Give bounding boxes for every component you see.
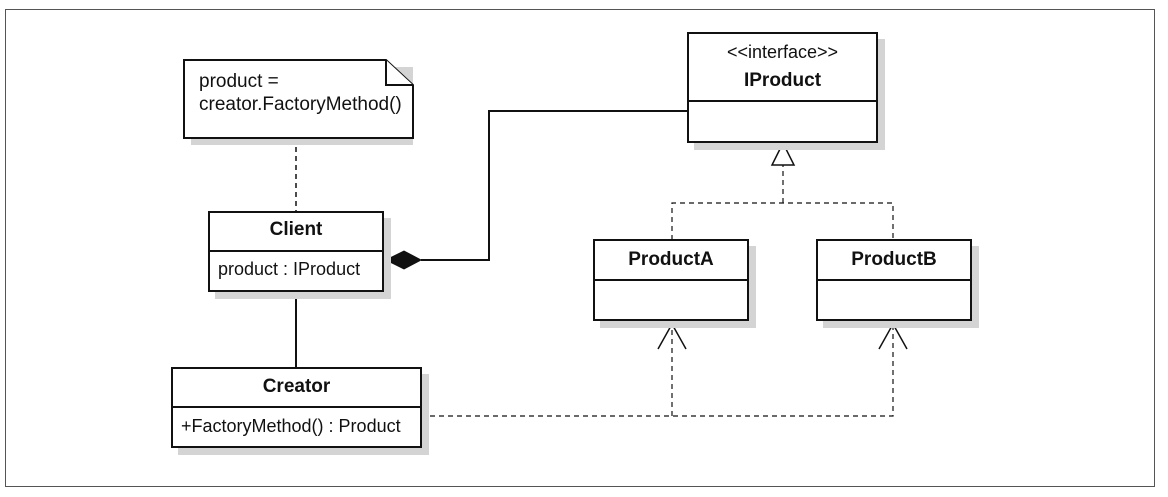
note-line-2: creator.FactoryMethod() (199, 94, 402, 115)
iproduct-interface-name: IProduct (743, 70, 822, 91)
producta-separator (595, 279, 747, 281)
productb-separator (818, 279, 970, 281)
diagram-frame (5, 9, 1155, 487)
producta-class-name: ProductA (628, 249, 714, 270)
dependency-arrow-b (878, 322, 908, 350)
productb-class-name: ProductB (851, 249, 937, 270)
producta-class-box: ProductA (593, 239, 749, 321)
realization-triangle (770, 141, 796, 166)
iproduct-separator (689, 100, 876, 102)
creator-class-name: Creator (262, 376, 331, 397)
productb-class-box: ProductB (816, 239, 972, 321)
client-class-name: Client (269, 219, 323, 240)
dependency-line (421, 324, 894, 417)
iproduct-interface-box: <<interface>> IProduct (687, 32, 878, 143)
iproduct-stereotype: <<interface>> (726, 42, 839, 62)
client-class-box: Client product : IProduct (208, 211, 384, 292)
client-separator (210, 250, 382, 252)
note-text: product = creator.FactoryMethod() (199, 70, 402, 116)
composition-line (421, 110, 688, 261)
creator-operation: +FactoryMethod() : Product (181, 416, 401, 436)
client-attribute: product : IProduct (218, 259, 361, 279)
creator-class-box: Creator +FactoryMethod() : Product (171, 367, 422, 448)
note-box (183, 59, 414, 145)
composition-diamond (384, 250, 423, 270)
creator-separator (173, 406, 420, 408)
dependency-arrow-a (657, 322, 687, 350)
note-line-1: product = (199, 71, 279, 92)
realization-line (671, 202, 894, 240)
